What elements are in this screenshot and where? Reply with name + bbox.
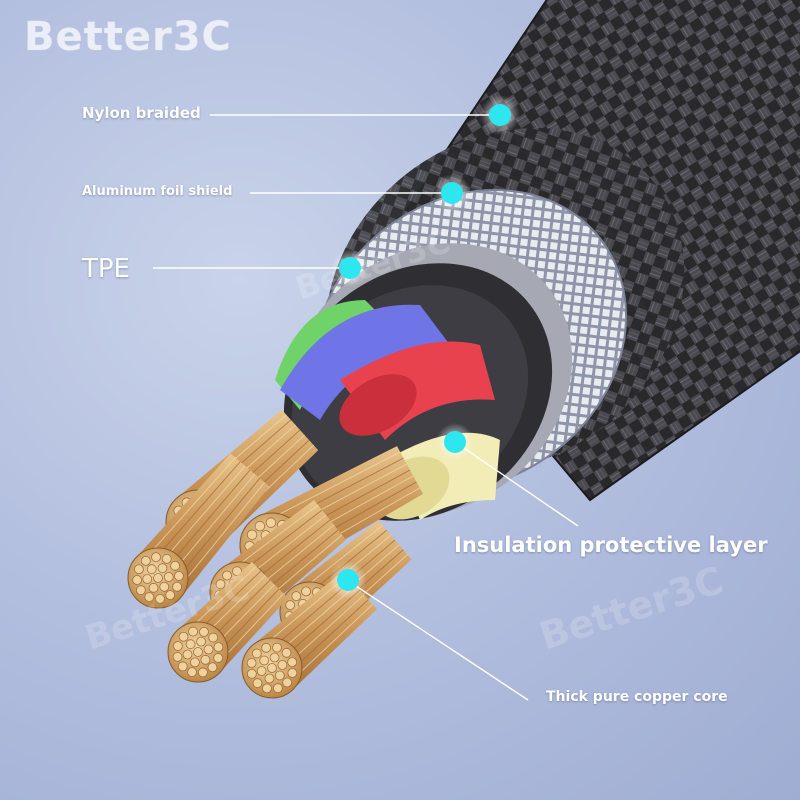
- copper-strand-dot: [188, 626, 198, 637]
- marker-tpe: [331, 249, 369, 287]
- copper-strand-dot: [155, 594, 165, 604]
- copper-strand-dot: [193, 647, 203, 657]
- copper-strand-dot: [251, 648, 262, 659]
- copper-strand-dot: [200, 654, 211, 665]
- copper-strand-dot: [213, 642, 224, 652]
- copper-strand-bundles: [127, 409, 423, 699]
- label-aluminum-foil-shield: Aluminum foil shield: [82, 184, 233, 199]
- copper-bundle: [127, 453, 270, 609]
- copper-strand-line: [174, 482, 265, 593]
- copper-strand-dot: [213, 653, 224, 663]
- copper-strand-dot: [140, 555, 151, 566]
- leader-line-copper: [349, 581, 529, 701]
- copper-strand-dot: [163, 572, 174, 582]
- copper-strand-dot: [264, 673, 275, 684]
- marker-copper: [329, 561, 367, 599]
- marker-foil: [433, 174, 471, 212]
- copper-strand-dot: [272, 642, 282, 653]
- leader-line-insulation: [457, 443, 579, 527]
- copper-strand-dot: [281, 647, 292, 658]
- copper-strand-dot: [146, 564, 157, 575]
- copper-strand-dot: [134, 564, 144, 575]
- copper-strand-dot: [287, 668, 298, 678]
- copper-strand-dot: [282, 677, 293, 688]
- copper-strand-dot: [254, 520, 266, 532]
- callout-markers: [329, 95, 520, 599]
- copper-strand-dot: [174, 571, 184, 581]
- copper-strand-dot: [246, 529, 258, 540]
- copper-strand-dot: [170, 560, 181, 571]
- copper-strand-dot: [159, 581, 170, 592]
- copper-strand-dot: [269, 652, 280, 663]
- copper-strand-dot: [172, 581, 182, 592]
- copper-strand-dot: [198, 667, 208, 678]
- copper-strand-dot: [148, 582, 159, 593]
- copper-strand-dot: [153, 573, 163, 583]
- copper-strand-dot: [291, 591, 302, 602]
- label-thick-copper-core: Thick pure copper core: [546, 689, 728, 705]
- copper-strand-dot: [274, 670, 285, 681]
- copper-strand-dot: [144, 592, 155, 602]
- copper-strand-dot: [259, 655, 270, 666]
- copper-strand-dot: [301, 586, 311, 597]
- label-insulation-protective-layer: Insulation protective layer: [454, 533, 768, 557]
- marker-nylon: [480, 95, 520, 135]
- brand-watermark-logo: Better3C: [24, 14, 232, 60]
- callout-lines: [153, 114, 579, 701]
- copper-bundle: [167, 561, 289, 683]
- copper-strand-dot: [199, 626, 209, 637]
- copper-strand-dot: [142, 574, 153, 584]
- copper-strand-dot: [208, 632, 219, 643]
- copper-strand-dot: [285, 600, 296, 610]
- copper-strand-dot: [215, 579, 226, 590]
- copper-strand-dot: [267, 663, 277, 673]
- label-tpe: TPE: [82, 254, 130, 284]
- copper-strand-dot: [182, 649, 193, 660]
- copper-strand-dot: [178, 631, 189, 642]
- copper-strand-dot: [172, 652, 183, 662]
- copper-strand-dot: [222, 570, 232, 581]
- copper-strand-line: [260, 451, 401, 525]
- copper-strand-dot: [172, 641, 183, 651]
- copper-strand-dot: [207, 662, 218, 673]
- copper-strand-dot: [203, 644, 214, 655]
- copper-strand-dot: [165, 590, 176, 601]
- copper-strand-dot: [277, 660, 288, 670]
- copper-strand-dot: [151, 552, 161, 562]
- copper-strand-dot: [177, 661, 188, 672]
- copper-strand-dot: [265, 517, 277, 528]
- copper-strand-dot: [262, 683, 272, 694]
- copper-strand-dot: [246, 658, 257, 668]
- copper-strand-dot: [185, 639, 196, 650]
- copper-strand-dot: [187, 667, 197, 678]
- copper-strand-dot: [252, 678, 263, 689]
- watermark-text: Better3C: [534, 558, 728, 659]
- copper-strand-dot: [196, 636, 206, 647]
- copper-strand-dot: [132, 575, 142, 585]
- copper-strand-dot: [272, 683, 283, 694]
- copper-strand-dot: [287, 657, 298, 668]
- copper-strand-dot: [161, 554, 172, 564]
- copper-strand-dot: [261, 642, 272, 653]
- copper-strand-dot: [190, 657, 200, 668]
- copper-strand-dot: [246, 668, 257, 679]
- copper-strand-line: [140, 457, 236, 564]
- label-nylon-braided: Nylon braided: [82, 104, 201, 122]
- copper-strand-dot: [135, 585, 146, 596]
- marker-insulation: [436, 423, 474, 461]
- copper-strand-dot: [157, 563, 168, 574]
- copper-strand-dot: [256, 666, 267, 676]
